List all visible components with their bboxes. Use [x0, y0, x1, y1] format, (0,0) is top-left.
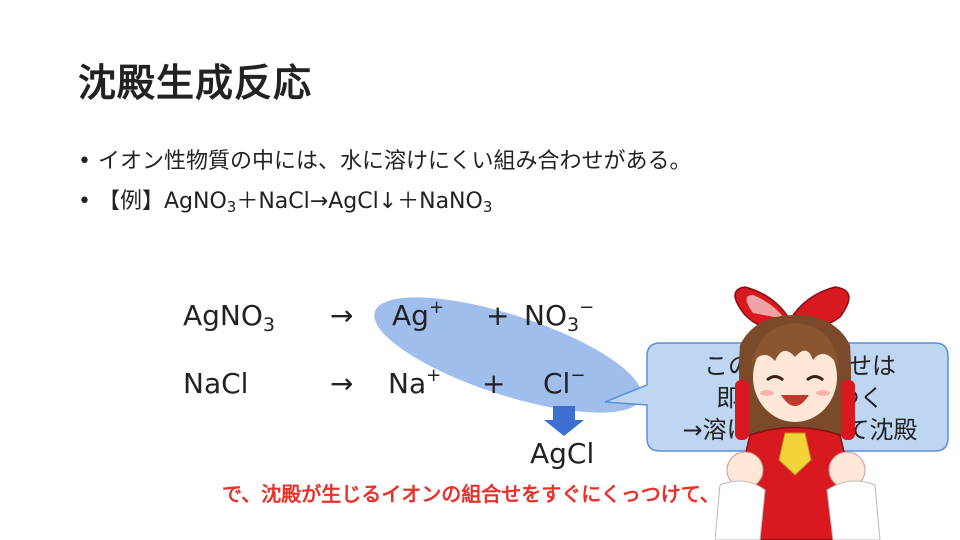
down-arrow-icon: [544, 406, 584, 436]
bullet-text: イオン性物質の中には、水に溶けにくい組み合わせがある。: [98, 149, 692, 174]
bullet-list: • イオン性物質の中には、水に溶けにくい組み合わせがある。 • 【例】AgNO3＋N…: [78, 142, 692, 222]
subtitle-caption: で、沈殿が生じるイオンの組合せをすぐにくっつけて、: [222, 482, 720, 506]
example-equation: 【例】AgNO3＋NaCl→AgCl↓＋NaNO3: [98, 189, 493, 216]
product-agcl: AgCl: [530, 437, 595, 470]
bullet-item-example: • 【例】AgNO3＋NaCl→AgCl↓＋NaNO3: [78, 182, 692, 222]
arrow-row2: →: [330, 367, 354, 400]
plus-row1: +: [486, 299, 510, 332]
character-illustration: [715, 286, 881, 540]
reactant-agno3: AgNO3: [183, 299, 276, 336]
ion-highlight-ellipse: [374, 297, 642, 413]
bullet-dot: •: [78, 149, 91, 174]
bullet-dot: •: [78, 189, 91, 214]
bullet-item: • イオン性物質の中には、水に溶けにくい組み合わせがある。: [78, 142, 692, 182]
plus-row2: +: [482, 367, 506, 400]
reactant-nacl: NaCl: [183, 367, 249, 400]
ion-ag: Ag+: [392, 297, 445, 332]
ion-na: Na+: [388, 365, 442, 400]
ion-cl: Cl−: [543, 365, 586, 400]
arrow-row1: →: [330, 299, 354, 332]
slide-title: 沈殿生成反応: [78, 61, 313, 105]
ion-no3: NO3−: [524, 297, 595, 336]
